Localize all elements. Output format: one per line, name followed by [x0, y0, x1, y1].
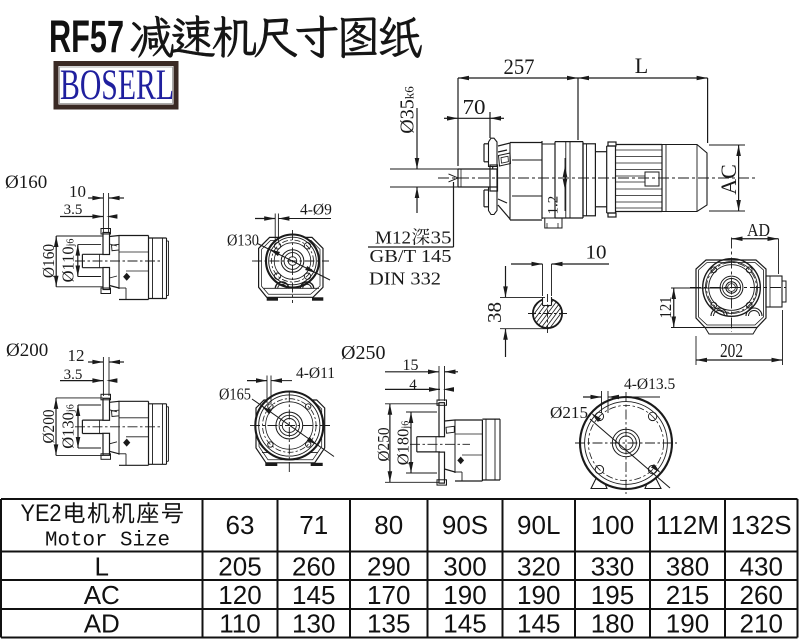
svg-text:Ø200: Ø200 — [6, 340, 48, 361]
svg-text:215: 215 — [666, 580, 709, 610]
svg-text:3.5: 3.5 — [64, 367, 83, 383]
svg-text:320: 320 — [517, 552, 560, 582]
svg-text:145: 145 — [517, 609, 560, 639]
svg-text:63: 63 — [226, 510, 255, 540]
svg-text:RF57: RF57 — [49, 11, 124, 62]
svg-text:GB/T 145: GB/T 145 — [370, 246, 452, 266]
svg-text:Ø250: Ø250 — [374, 428, 393, 462]
svg-text:330: 330 — [591, 552, 634, 582]
svg-text:Ø130: Ø130 — [227, 231, 259, 250]
svg-text:AD: AD — [84, 609, 120, 639]
svg-text:145: 145 — [443, 609, 486, 639]
svg-text:4-Ø9: 4-Ø9 — [300, 202, 332, 219]
svg-text:202: 202 — [720, 341, 743, 362]
svg-text:Ø215: Ø215 — [550, 403, 588, 422]
svg-text:112M: 112M — [656, 510, 719, 540]
svg-text:3.5: 3.5 — [64, 202, 83, 218]
svg-text:Ø180j6: Ø180j6 — [394, 421, 413, 465]
svg-text:300: 300 — [443, 552, 486, 582]
svg-text:430: 430 — [740, 552, 783, 582]
svg-text:90L: 90L — [517, 510, 560, 540]
svg-text:AD: AD — [747, 220, 770, 240]
svg-text:BOSERL: BOSERL — [60, 62, 174, 109]
svg-text:Ø160: Ø160 — [39, 244, 58, 278]
svg-text:Ø200: Ø200 — [39, 410, 58, 444]
svg-text:38: 38 — [484, 302, 506, 323]
svg-text:12: 12 — [68, 346, 85, 365]
svg-text:170: 170 — [367, 580, 410, 610]
svg-text:Ø110j6: Ø110j6 — [59, 239, 78, 283]
svg-text:L: L — [95, 552, 109, 582]
svg-text:180: 180 — [591, 609, 634, 639]
svg-text:380: 380 — [666, 552, 709, 582]
svg-text:DIN 332: DIN 332 — [369, 269, 441, 289]
svg-text:35: 35 — [431, 228, 452, 248]
svg-text:4: 4 — [409, 377, 417, 393]
svg-text:1.2: 1.2 — [546, 196, 562, 215]
svg-text:260: 260 — [292, 552, 335, 582]
svg-text:10: 10 — [69, 182, 86, 201]
svg-text:70: 70 — [463, 95, 486, 119]
svg-text:190: 190 — [443, 580, 486, 610]
svg-text:260: 260 — [740, 580, 783, 610]
svg-text:110: 110 — [219, 609, 260, 639]
svg-text:4-Ø13.5: 4-Ø13.5 — [624, 376, 675, 393]
svg-text:135: 135 — [367, 609, 410, 639]
svg-text:195: 195 — [591, 580, 634, 610]
svg-text:290: 290 — [367, 552, 410, 582]
svg-text:120: 120 — [218, 580, 261, 610]
svg-text:132S: 132S — [731, 510, 792, 540]
svg-text:80: 80 — [374, 510, 403, 540]
svg-text:190: 190 — [666, 609, 709, 639]
svg-text:100: 100 — [591, 510, 634, 540]
svg-text:205: 205 — [218, 552, 261, 582]
svg-text:Ø250: Ø250 — [341, 342, 385, 364]
svg-text:AC: AC — [716, 164, 741, 195]
svg-text:Motor Size: Motor Size — [45, 530, 170, 553]
svg-text:210: 210 — [740, 609, 783, 639]
svg-text:AC: AC — [84, 580, 120, 610]
svg-text:M12: M12 — [375, 228, 411, 248]
svg-text:YE2: YE2 — [21, 500, 62, 527]
svg-text:145: 145 — [292, 580, 335, 610]
svg-text:Ø130j6: Ø130j6 — [59, 404, 78, 448]
svg-text:71: 71 — [299, 510, 328, 540]
svg-text:90S: 90S — [442, 510, 488, 540]
svg-text:257: 257 — [504, 54, 535, 79]
svg-text:Ø165: Ø165 — [219, 385, 251, 404]
svg-text:130: 130 — [292, 609, 335, 639]
svg-text:Ø35k6: Ø35k6 — [397, 86, 419, 134]
svg-text:Ø160: Ø160 — [5, 172, 47, 193]
svg-text:121: 121 — [656, 297, 675, 319]
svg-text:190: 190 — [517, 580, 560, 610]
svg-text:10: 10 — [586, 242, 607, 264]
svg-text:15: 15 — [403, 357, 419, 374]
svg-text:4-Ø11: 4-Ø11 — [296, 365, 335, 382]
svg-text:L: L — [635, 53, 648, 78]
